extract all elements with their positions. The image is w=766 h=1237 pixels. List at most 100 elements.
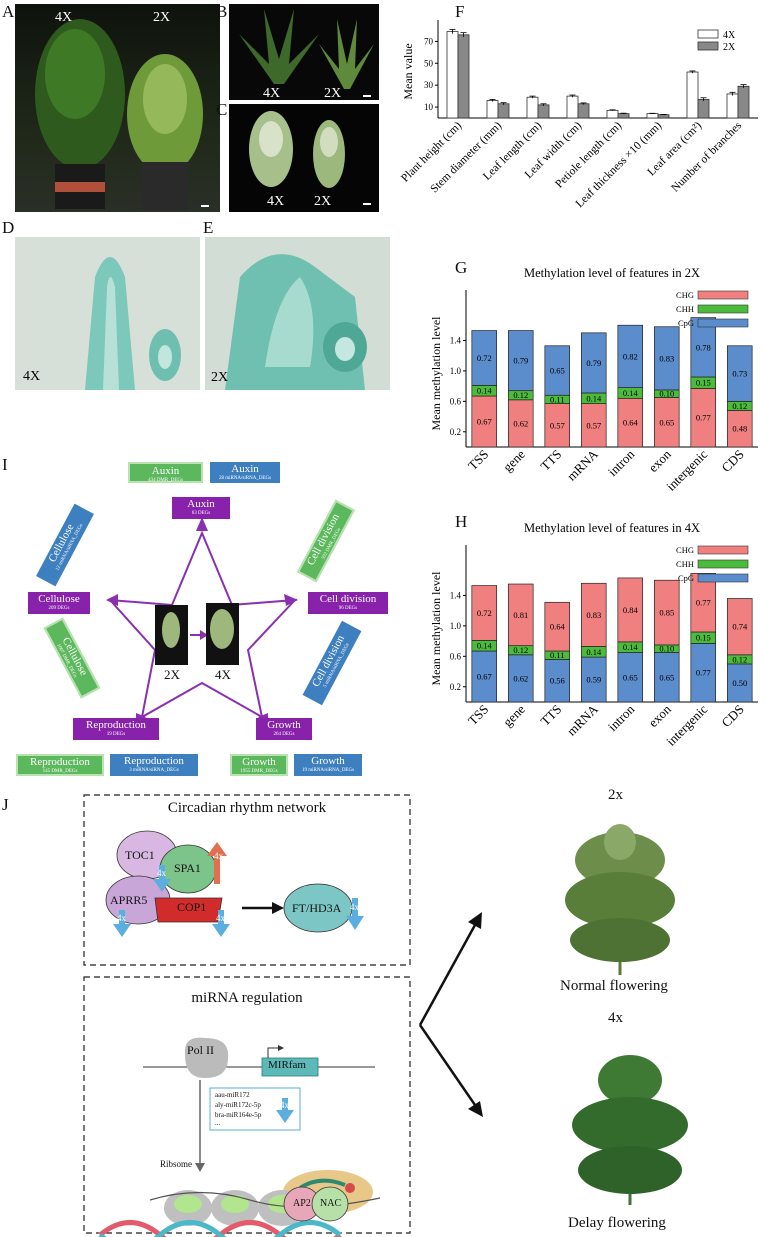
- panel-c-letter: C: [216, 100, 228, 119]
- panel-e-photo: 2X: [205, 237, 390, 390]
- x-tick-label: TSS: [465, 447, 491, 473]
- center-2x-label: 2X: [164, 667, 180, 682]
- arrow-down-icon: [276, 1098, 294, 1123]
- x-tick-label: TTS: [537, 702, 564, 729]
- circadian-title: Circadian rhythm network: [167, 800, 327, 816]
- data-label: 0.84: [623, 605, 639, 615]
- panel-c-4x-label: 4X: [267, 194, 285, 209]
- stacked-segment: [617, 577, 644, 643]
- fourx-label: 4x: [280, 1100, 289, 1110]
- ap2-label: AP2: [293, 1198, 311, 1209]
- data-label: 0.85: [659, 608, 674, 618]
- stacked-segment: [544, 659, 571, 703]
- delay-flowering-label: Delay flowering: [568, 1215, 666, 1231]
- stacked-segment: [544, 345, 571, 396]
- stacked-segment: [507, 330, 534, 392]
- data-label: 0.67: [477, 417, 492, 427]
- data-label: 0.50: [732, 678, 747, 688]
- star-diagram: [106, 517, 298, 727]
- arrow-up-icon: [207, 842, 227, 884]
- stacked-segment: [544, 601, 571, 652]
- stacked-segment: [690, 573, 717, 633]
- bar: [446, 31, 459, 119]
- y-tick-label: 10: [424, 102, 434, 112]
- chart-g: Methylation level of features in 2X Mean …: [429, 266, 758, 494]
- x-tick-label: gene: [500, 446, 528, 474]
- legend-swatch: [697, 29, 719, 39]
- normal-flowering-label: Normal flowering: [560, 978, 668, 994]
- y-tick-label: 0.2: [450, 682, 461, 692]
- toc1-label: TOC1: [125, 848, 155, 862]
- bar: [526, 96, 539, 119]
- data-label: 0.14: [477, 641, 493, 651]
- pol-ii-label: Pol II: [187, 1043, 214, 1057]
- stacked-segment: [617, 397, 644, 448]
- data-label: 0.73: [732, 369, 747, 379]
- data-label: 0.14: [586, 647, 602, 657]
- mirna-item: aly-miR172c-5p: [215, 1101, 261, 1109]
- stacked-segment: [580, 332, 607, 394]
- cop1-label: COP1: [177, 900, 207, 914]
- plant-4x-illustration: [572, 1055, 688, 1205]
- y-tick-label: 70: [424, 36, 434, 46]
- nac-shape: [311, 1186, 349, 1222]
- x-tick-label: exon: [645, 701, 674, 730]
- y-tick-label: 1.4: [450, 335, 462, 345]
- stacked-segment: [690, 317, 717, 378]
- plant-4x-label: 4x: [608, 1010, 623, 1026]
- stacked-segment: [653, 652, 680, 703]
- y-tick-label: 1.0: [450, 366, 462, 376]
- data-label: 0.74: [732, 622, 748, 632]
- scale-bar: [363, 203, 371, 205]
- bar: [686, 71, 699, 119]
- panel-d-label: 4X: [23, 369, 41, 384]
- legend-label: CHG: [676, 290, 694, 300]
- stacked-segment: [726, 345, 753, 402]
- data-label: 0.83: [659, 353, 674, 363]
- data-label: 0.64: [623, 418, 639, 428]
- chart-h: Methylation level of features in 4XMean …: [429, 521, 758, 749]
- panel-b-letter: B: [216, 2, 228, 21]
- data-label: 0.12: [732, 401, 747, 411]
- bar: [457, 34, 470, 119]
- data-label: 0.11: [550, 394, 565, 404]
- data-label: 0.72: [477, 353, 492, 363]
- mirna-item-more: ...: [215, 1119, 221, 1127]
- x-tick-label: intergenic: [663, 446, 710, 493]
- panel-b-photo: 4X 2X: [229, 4, 379, 100]
- data-label: 0.14: [586, 393, 602, 403]
- legend-swatch: [697, 545, 749, 555]
- legend-swatch: [697, 41, 719, 51]
- x-tick-label: gene: [500, 701, 528, 729]
- stacked-segment: [471, 585, 498, 641]
- bar: [566, 95, 579, 119]
- x-tick-label: intron: [605, 701, 638, 734]
- mirna-item: bra-miR164e-5p: [215, 1111, 262, 1119]
- data-label: 0.65: [623, 672, 638, 682]
- data-label: 0.14: [623, 388, 639, 398]
- pol-ii-shape: [184, 1037, 229, 1078]
- x-tick-label: CDS: [718, 702, 746, 730]
- stacked-segment: [507, 399, 534, 448]
- y-tick-label: 0.6: [450, 396, 462, 406]
- tissue-section-illustration: [225, 254, 367, 390]
- panel-j-letter: J: [2, 795, 9, 814]
- bar: [657, 114, 670, 119]
- data-label: 0.11: [550, 650, 565, 660]
- data-label: 0.12: [513, 645, 528, 655]
- legend-label: CpG: [678, 318, 694, 328]
- y-axis-label: Mean methylation level: [429, 316, 443, 431]
- data-label: 0.15: [696, 378, 711, 388]
- stacked-segment: [690, 643, 717, 703]
- chart-title: Methylation level of features in 2X: [524, 266, 700, 280]
- panel-j-diagram: [83, 794, 688, 1237]
- data-label: 0.79: [513, 356, 528, 366]
- aprr5-label: APRR5: [110, 893, 148, 907]
- legend-swatch: [697, 573, 749, 583]
- fourx-label: 4x: [350, 902, 359, 912]
